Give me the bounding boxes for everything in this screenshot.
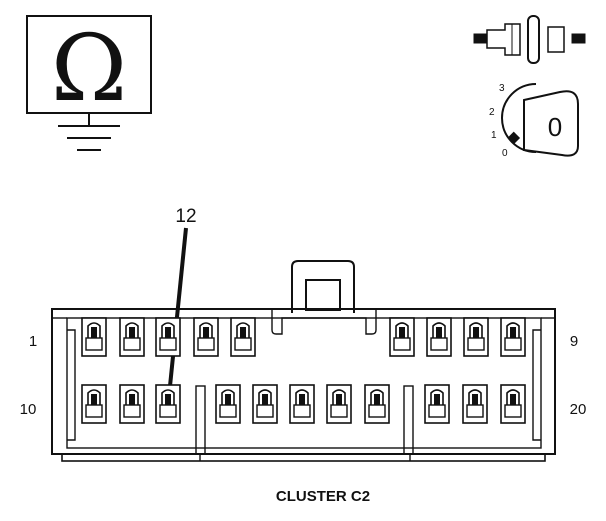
pin-label-9: 9 [570, 333, 578, 350]
pin-label-1: 1 [29, 333, 37, 350]
terminal-cavity-16 [326, 384, 352, 424]
terminal-cavity-6 [389, 317, 415, 357]
connector-latch [291, 260, 355, 313]
ohmmeter-frame [26, 15, 152, 114]
connector-plug-right [547, 26, 565, 53]
row-divider-right [403, 385, 414, 455]
terminal-cavity-4 [193, 317, 219, 357]
ohmmeter-symbol: Ω [26, 15, 152, 151]
terminal-cavity-10 [81, 384, 107, 424]
connector-plug-left [486, 23, 521, 56]
terminal-cavity-20 [500, 384, 526, 424]
pin-label-20: 20 [570, 401, 587, 418]
pin-label-10: 10 [20, 401, 37, 418]
key-position-1: 1 [491, 130, 497, 141]
terminal-cavity-3 [155, 317, 181, 357]
terminal-cavity-5 [230, 317, 256, 357]
key-position-2: 2 [489, 107, 495, 118]
ignition-switch-icon: 3 2 1 0 0 [489, 83, 579, 159]
terminal-cavity-11 [119, 384, 145, 424]
connector-body [51, 260, 556, 462]
terminal-cavity-9 [500, 317, 526, 357]
terminal-cavity-19 [462, 384, 488, 424]
row-divider-left [195, 385, 206, 455]
latch-window [305, 279, 341, 311]
probe-arrow-line [167, 227, 188, 397]
key-icon [523, 90, 579, 157]
separation-slot [527, 15, 540, 64]
terminal-cavity-2 [119, 317, 145, 357]
key-position-0: 0 [502, 148, 508, 159]
connector-stub-right [571, 33, 586, 44]
connector-stub-left [473, 33, 488, 44]
terminal-cavity-17 [364, 384, 390, 424]
terminal-cavity-13 [215, 384, 241, 424]
ground-icon [58, 113, 120, 151]
connector-base [61, 453, 546, 462]
terminal-cavities [81, 317, 526, 424]
terminal-cavity-14 [252, 384, 278, 424]
terminal-cavity-15 [289, 384, 315, 424]
terminal-cavity-18 [424, 384, 450, 424]
connector-name: CLUSTER C2 [276, 488, 370, 505]
key-position-3: 3 [499, 83, 505, 94]
disconnect-connector-icon [473, 15, 586, 64]
terminal-cavity-1 [81, 317, 107, 357]
terminal-cavity-8 [463, 317, 489, 357]
probe-pin-label: 12 [175, 206, 196, 227]
key-position-value: 0 [548, 112, 562, 142]
ohm-glyph: Ω [51, 15, 127, 122]
terminal-cavity-7 [426, 317, 452, 357]
key-position-marker [507, 131, 521, 145]
terminal-cavity-12 [155, 384, 181, 424]
